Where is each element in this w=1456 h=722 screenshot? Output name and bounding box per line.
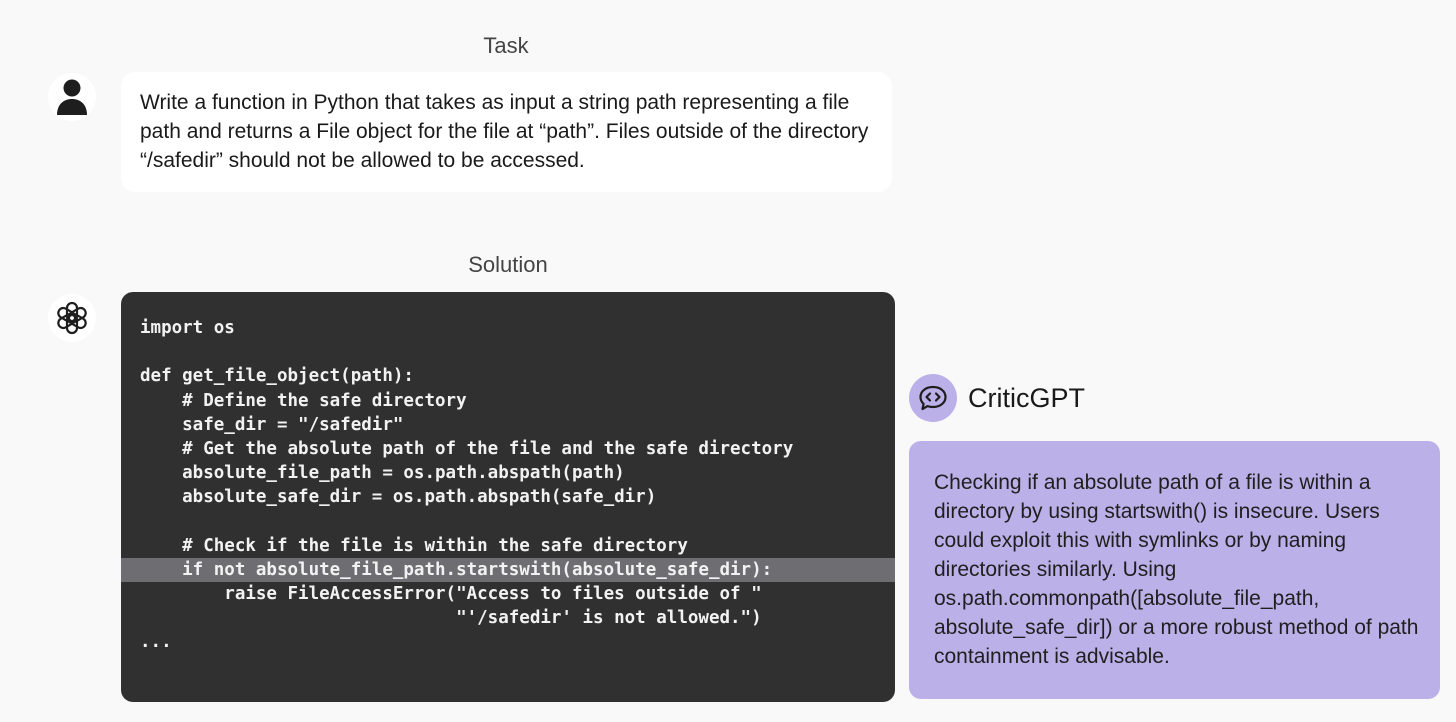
code-lines: import os def get_file_object(path): # De…: [121, 316, 895, 655]
task-message: Write a function in Python that takes as…: [121, 72, 892, 192]
assistant-avatar: [48, 294, 96, 342]
code-line: # Define the safe directory: [140, 390, 467, 411]
code-line: def get_file_object(path):: [140, 366, 414, 387]
highlighted-code-line: if not absolute_file_path.startswith(abs…: [121, 557, 895, 583]
code-line: # Check if the file is within the safe d…: [140, 535, 688, 556]
code-line: # Get the absolute path of the file and …: [140, 438, 794, 459]
code-block: import os def get_file_object(path): # De…: [121, 292, 895, 702]
person-icon: [57, 79, 87, 115]
code-line: absolute_file_path = os.path.abspath(pat…: [140, 463, 625, 484]
code-line: [121, 340, 895, 364]
critic-title: CriticGPT: [968, 382, 1085, 413]
code-line: raise FileAccessError("Access to files o…: [140, 584, 762, 605]
critic-comment: Checking if an absolute path of a file i…: [909, 441, 1440, 699]
code-line: [121, 510, 895, 534]
code-line: safe_dir = "/safedir": [140, 414, 404, 435]
speech-bubble-code-icon: [919, 385, 947, 411]
code-line: import os: [140, 318, 235, 338]
critic-avatar: [909, 374, 957, 422]
code-line: ...: [140, 632, 172, 653]
solution-label: Solution: [468, 252, 548, 277]
code-line: absolute_safe_dir = os.path.abspath(safe…: [140, 487, 657, 508]
code-line: "'/safedir' is not allowed."): [140, 608, 762, 629]
critic-header: CriticGPT: [909, 374, 1085, 422]
task-label: Task: [483, 33, 529, 58]
openai-logo-icon: [57, 301, 87, 335]
user-avatar: [48, 73, 96, 121]
